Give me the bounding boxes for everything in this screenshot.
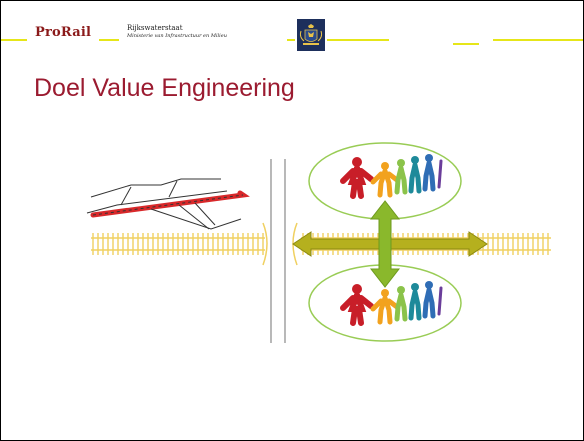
people-group-icon bbox=[340, 281, 443, 326]
vertical-double-arrow bbox=[369, 200, 401, 288]
rijkswaterstaat-logo-title: Rijkswaterstaat bbox=[127, 24, 183, 32]
header-lines bbox=[1, 39, 583, 45]
slide-title: Doel Value Engineering bbox=[34, 74, 295, 102]
people-group-icon bbox=[340, 154, 443, 199]
train-sketch-icon bbox=[86, 178, 250, 230]
slide-header: ProRail Rijkswaterstaat Ministerie van I… bbox=[1, 1, 583, 57]
left-railway-track bbox=[91, 222, 268, 266]
dutch-coat-of-arms-icon bbox=[297, 19, 325, 51]
rijkswaterstaat-logo-subtitle: Ministerie van Infrastructuur en Milieu bbox=[127, 33, 227, 39]
prorail-logo: ProRail bbox=[35, 25, 92, 40]
